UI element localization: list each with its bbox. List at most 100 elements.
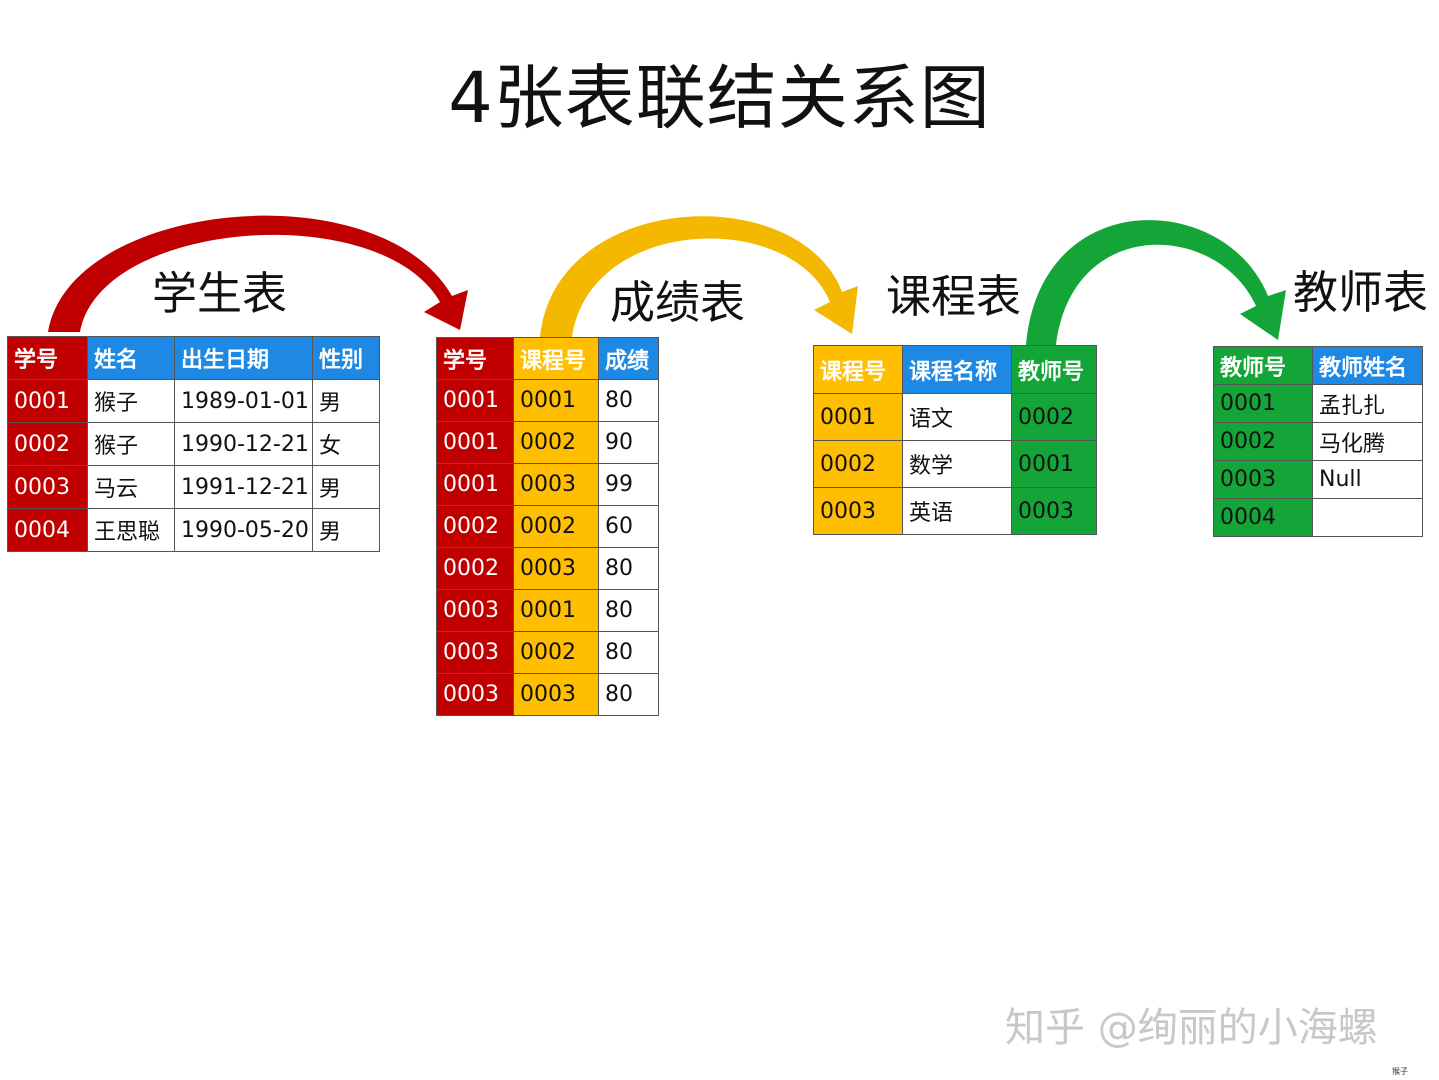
column-header: 课程号 <box>513 337 599 380</box>
table-row: 0001 孟扎扎 <box>1213 384 1423 423</box>
table-cell: 语文 <box>902 393 1012 441</box>
table-cell: 0003 <box>1213 460 1313 499</box>
table-cell: 猴子 <box>87 379 175 423</box>
table-cell: 0003 <box>513 547 599 590</box>
table-cell: 0003 <box>436 631 514 674</box>
column-header: 学号 <box>436 337 514 380</box>
table-cell: 1990-05-20 <box>174 508 313 552</box>
table-cell: 80 <box>598 547 659 590</box>
table-cell: 0002 <box>1011 393 1097 441</box>
table-cell: 0003 <box>513 673 599 716</box>
table-cell: 0001 <box>7 379 88 423</box>
table-cell: 猴子 <box>87 422 175 466</box>
table-cell: 0001 <box>1011 440 1097 488</box>
table-cell: 0003 <box>7 465 88 509</box>
courses-table-label: 课程表 <box>886 270 1022 323</box>
table-cell: 孟扎扎 <box>1312 384 1423 423</box>
column-header: 性别 <box>312 336 380 380</box>
table-row: 0003 0002 80 <box>436 631 659 674</box>
table-cell: 马云 <box>87 465 175 509</box>
table-cell: 60 <box>598 505 659 548</box>
green-arrow-icon <box>1026 220 1286 345</box>
column-header: 姓名 <box>87 336 175 380</box>
table-row: 0002 猴子 1990-12-21 女 <box>7 422 380 466</box>
table-cell: 0003 <box>436 673 514 716</box>
table-row: 0001 语文 0002 <box>813 393 1097 441</box>
students-table: 学号 姓名 出生日期 性别 0001 猴子 1989-01-01 男 0002 … <box>7 336 380 552</box>
table-row: 0002 0003 80 <box>436 547 659 590</box>
table-header-row: 课程号 课程名称 教师号 <box>813 345 1097 394</box>
table-cell: 数学 <box>902 440 1012 488</box>
column-header: 教师号 <box>1011 345 1097 394</box>
table-cell: 99 <box>598 463 659 506</box>
watermark: 知乎 @绚丽的小海螺 <box>1005 1005 1378 1051</box>
table-cell: 80 <box>598 631 659 674</box>
table-cell: 0002 <box>513 631 599 674</box>
table-header-row: 教师号 教师姓名 <box>1213 346 1423 385</box>
column-header: 课程号 <box>813 345 903 394</box>
table-row: 0002 马化腾 <box>1213 422 1423 461</box>
table-row: 0001 0001 80 <box>436 379 659 422</box>
table-cell: 0001 <box>436 463 514 506</box>
table-cell: 0003 <box>1011 487 1097 535</box>
table-row: 0004 <box>1213 498 1423 537</box>
teachers-table: 教师号 教师姓名 0001 孟扎扎 0002 马化腾 0003 Null 000… <box>1213 346 1423 537</box>
table-row: 0002 0002 60 <box>436 505 659 548</box>
table-row: 0003 Null <box>1213 460 1423 499</box>
students-table-label: 学生表 <box>152 267 288 320</box>
table-row: 0001 猴子 1989-01-01 男 <box>7 379 380 423</box>
table-cell: 0003 <box>436 589 514 632</box>
column-header: 教师姓名 <box>1312 346 1423 385</box>
table-cell: 0004 <box>7 508 88 552</box>
table-cell: 80 <box>598 589 659 632</box>
table-cell: 0001 <box>513 589 599 632</box>
table-cell: 男 <box>312 465 380 509</box>
table-header-row: 学号 姓名 出生日期 性别 <box>7 336 380 380</box>
table-cell: 英语 <box>902 487 1012 535</box>
table-cell <box>1312 498 1423 537</box>
table-cell: 0002 <box>1213 422 1313 461</box>
table-cell: 80 <box>598 379 659 422</box>
teachers-table-label: 教师表 <box>1293 266 1429 319</box>
table-header-row: 学号 课程号 成绩 <box>436 337 659 380</box>
table-cell: 0004 <box>1213 498 1313 537</box>
table-cell: 90 <box>598 421 659 464</box>
table-cell: 0002 <box>813 440 903 488</box>
table-cell: 0001 <box>513 379 599 422</box>
column-header: 出生日期 <box>174 336 313 380</box>
table-cell: 1989-01-01 <box>174 379 313 423</box>
page-title: 4张表联结关系图 <box>448 57 991 139</box>
table-cell: 王思聪 <box>87 508 175 552</box>
column-header: 教师号 <box>1213 346 1313 385</box>
table-cell: 女 <box>312 422 380 466</box>
table-cell: 0003 <box>813 487 903 535</box>
table-cell: 0001 <box>436 421 514 464</box>
table-cell: 0002 <box>513 421 599 464</box>
watermark-small: 猴子 <box>1392 1067 1408 1076</box>
column-header: 课程名称 <box>902 345 1012 394</box>
table-row: 0002 数学 0001 <box>813 440 1097 488</box>
table-cell: 0002 <box>436 505 514 548</box>
table-row: 0003 0001 80 <box>436 589 659 632</box>
courses-table: 课程号 课程名称 教师号 0001 语文 0002 0002 数学 0001 0… <box>813 345 1097 535</box>
table-cell: 1991-12-21 <box>174 465 313 509</box>
table-cell: 1990-12-21 <box>174 422 313 466</box>
table-cell: 男 <box>312 379 380 423</box>
column-header: 成绩 <box>598 337 659 380</box>
table-cell: 0002 <box>7 422 88 466</box>
scores-table-label: 成绩表 <box>610 276 746 329</box>
table-cell: 0003 <box>513 463 599 506</box>
column-header: 学号 <box>7 336 88 380</box>
table-cell: 80 <box>598 673 659 716</box>
table-cell: 马化腾 <box>1312 422 1423 461</box>
yellow-arrow-icon <box>540 216 858 337</box>
table-row: 0003 英语 0003 <box>813 487 1097 535</box>
table-cell: Null <box>1312 460 1423 499</box>
red-arrow-icon <box>48 215 468 332</box>
table-cell: 0001 <box>813 393 903 441</box>
table-cell: 0002 <box>436 547 514 590</box>
scores-table: 学号 课程号 成绩 0001 0001 80 0001 0002 90 0001… <box>436 337 659 716</box>
table-row: 0001 0002 90 <box>436 421 659 464</box>
table-row: 0001 0003 99 <box>436 463 659 506</box>
